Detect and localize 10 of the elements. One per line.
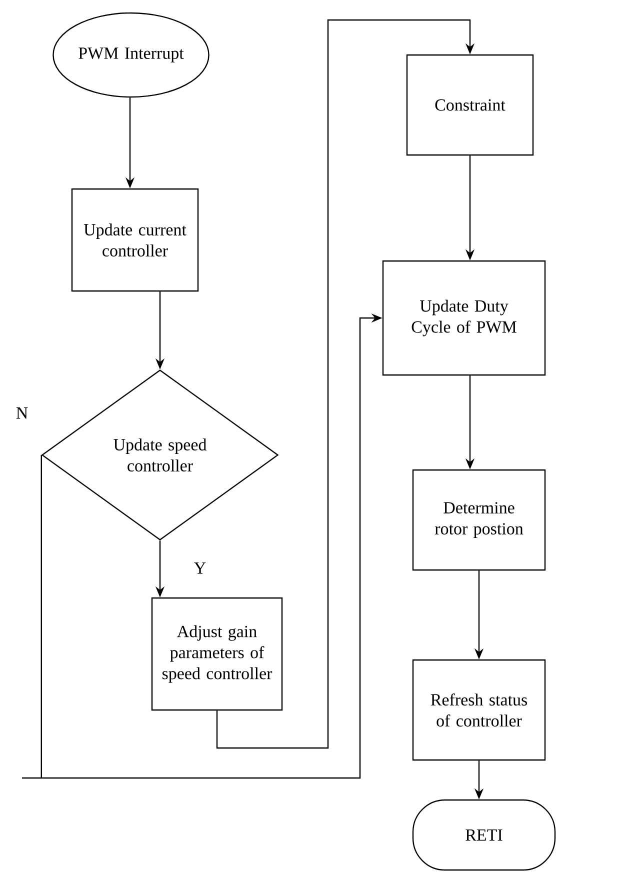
process-box: Refresh status of controller <box>412 659 546 761</box>
process-box: Adjust gain parameters of speed controller <box>151 597 283 711</box>
process-box: Update Duty Cycle of PWM <box>382 260 546 376</box>
process-box: Determine rotor postion <box>412 469 546 571</box>
process-box: Constraint <box>406 54 534 156</box>
arrow <box>216 19 475 749</box>
edge-label: Y <box>192 561 208 575</box>
end-terminal: RETI <box>412 799 556 871</box>
edge-label: N <box>14 406 30 420</box>
process-box: Update current controller <box>71 188 199 292</box>
